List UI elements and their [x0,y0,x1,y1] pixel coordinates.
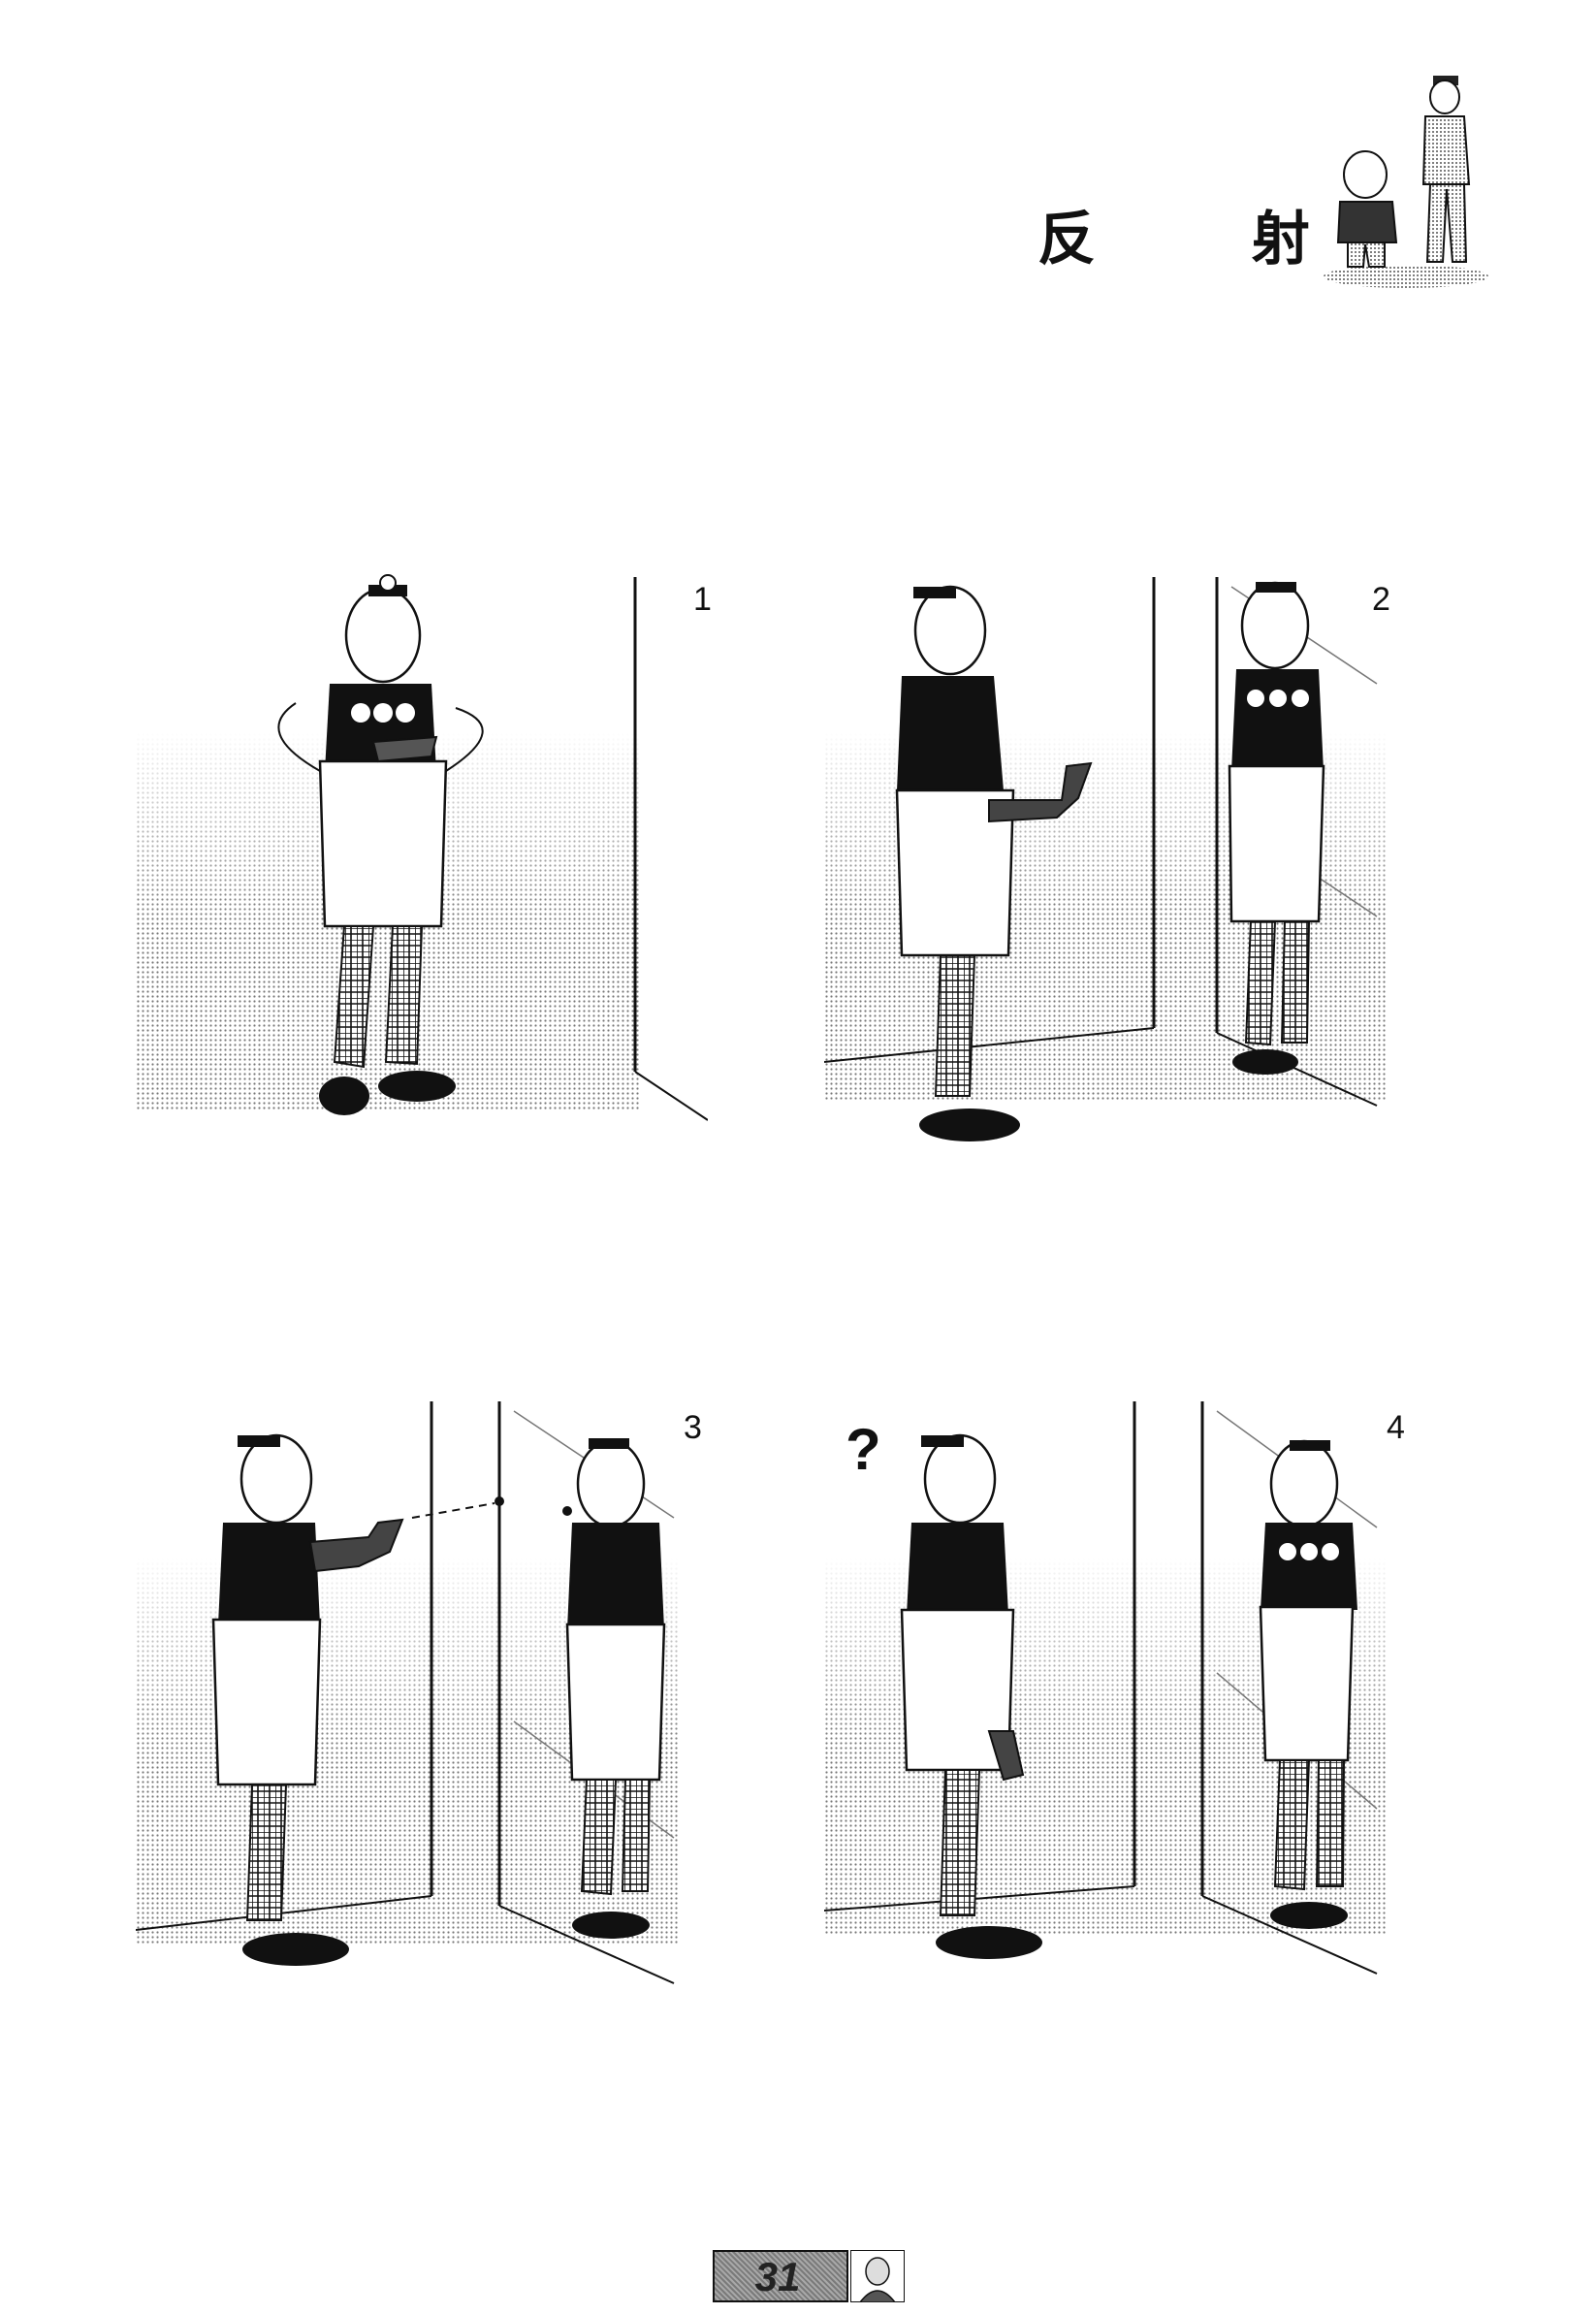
page-footer: 31 [713,2246,907,2306]
mascot-figures-icon [1319,68,1493,291]
page-title: 反 射 [1037,206,1378,273]
page-number: 31 [754,2254,801,2299]
comic-panel-3: 3 [136,1401,708,2003]
panel-number-4: 4 [1387,1409,1405,1446]
comic-panel-4: ? 4 [824,1401,1405,2003]
panel-number-2: 2 [1372,581,1390,618]
comic-panel-2: 2 [824,567,1396,1169]
page-number-box: 31 [713,2250,848,2302]
panel-number-1: 1 [693,581,712,618]
question-mark-icon: ? [846,1417,881,1482]
panel-number-3: 3 [684,1409,702,1446]
author-face-icon [849,2249,906,2303]
comic-panel-1: 1 [136,567,712,1169]
